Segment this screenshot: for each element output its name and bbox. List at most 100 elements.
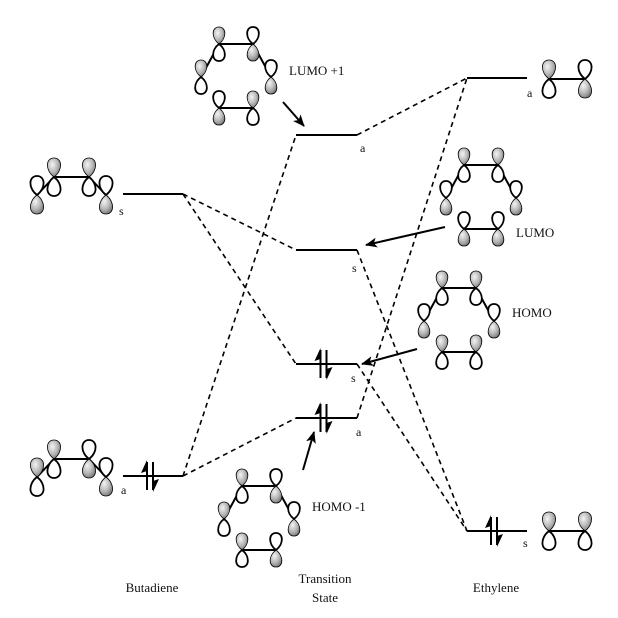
butadiene-column-label: Butadiene [126,580,179,595]
p-orbital-left [417,303,431,339]
spin-down-head [153,479,159,492]
spin-down-head [326,421,333,434]
p-orbital-bottom-right [491,211,505,247]
upper-lobe [264,59,278,79]
et-s-electron-pair [485,515,503,547]
lower-lobe [491,163,505,183]
upper-lobe [491,147,505,166]
lower-lobe [439,197,453,216]
spin-down-head [497,534,503,547]
lower-lobe [457,163,471,183]
p-orbital-c4 [98,175,114,215]
bu-a-electron-pair [141,460,159,492]
upper-lobe [417,303,431,323]
lower-lobe [217,517,231,537]
upper-lobe [82,157,96,178]
correlation-bu-s-to-ts-homo [182,193,297,365]
upper-lobe [98,457,114,479]
energy-levels [123,77,527,547]
p-orbital-bottom-left [212,90,226,126]
p-orbital-right [487,303,501,339]
ts-homo-symmetry-label: s [351,371,356,385]
p-orbital-c4 [98,457,114,497]
p-orbital-top-left [435,270,449,306]
lower-lobe [577,529,593,551]
lower-lobe [29,475,45,497]
spin-up-head [314,402,321,415]
ts-homo1-electron-pair [314,402,333,434]
lower-lobe [491,228,505,247]
upper-lobe [212,26,226,45]
homo1-pointer-arrow [302,431,316,471]
butadiene-s-orbital [29,157,114,215]
spin-down-head [326,367,333,380]
lower-lobe [435,286,449,306]
lower-lobe [469,350,483,370]
upper-lobe [217,501,231,520]
ts-lumo1-symmetry-label: a [360,141,366,155]
p-orbital-top-right [269,468,283,504]
p-orbital-right [577,511,593,551]
lower-lobe [99,476,113,497]
p-orbital-bottom-right [246,90,260,126]
p-orbital-c2 [46,157,62,197]
butadiene-a-orbital [29,439,114,497]
upper-lobe [457,147,471,166]
upper-lobe [487,303,501,323]
lower-lobe [212,42,226,62]
lower-lobe [487,320,501,339]
bu-s-symmetry-label: s [119,204,124,218]
homo-pointer-arrow [361,348,418,366]
lower-lobe [235,484,249,504]
bu-a-symmetry-label: a [121,483,127,497]
lumo1-label: LUMO +1 [289,63,344,78]
p-orbital-right [264,59,278,95]
lumo1-pointer-arrow [282,101,305,127]
p-orbital-right [577,59,593,99]
spin-up-head [314,348,321,361]
upper-lobe [269,532,283,552]
p-orbital-left [194,59,208,95]
lower-lobe [82,458,96,479]
upper-lobe [81,439,97,461]
p-orbital-bottom-right [269,532,283,568]
upper-lobe [47,157,61,178]
upper-lobe [98,175,114,197]
lower-lobe [578,78,592,99]
upper-lobe [269,468,283,488]
lower-lobe [417,320,431,339]
p-orbital-left [541,511,557,551]
ts-lumo1-orbital [194,26,278,126]
upper-lobe [435,270,449,289]
correlation-lines [182,77,468,532]
p-orbital-top-left [212,26,226,62]
lower-lobe [435,350,449,370]
lower-lobe [235,548,249,568]
upper-lobe [439,180,453,200]
upper-lobe [235,532,249,551]
lower-lobe [81,175,97,197]
lower-lobe [264,76,278,95]
upper-lobe [457,211,471,231]
upper-lobe [542,59,556,80]
upper-lobe [577,59,593,81]
correlation-bu-a-to-ts-lumo1 [182,134,297,477]
lumo-pointer-arrow [365,226,446,248]
lower-lobe [99,194,113,215]
upper-lobe [542,511,556,532]
p-orbital-c1 [29,457,45,497]
ts-homo-electron-pair [314,348,333,380]
p-orbital-c3 [81,157,97,197]
upper-lobe [194,59,208,78]
lower-lobe [509,197,523,216]
et-a-symmetry-label: a [527,86,533,100]
spin-up-head [485,515,491,528]
lower-lobe [246,43,260,62]
upper-lobe [29,175,45,197]
lower-lobe [46,457,62,479]
et-s-symmetry-label: s [523,536,528,550]
correlation-ts-homo1-to-et-a [356,77,468,419]
p-orbital-c2 [46,439,62,479]
p-orbital-left [217,501,231,537]
